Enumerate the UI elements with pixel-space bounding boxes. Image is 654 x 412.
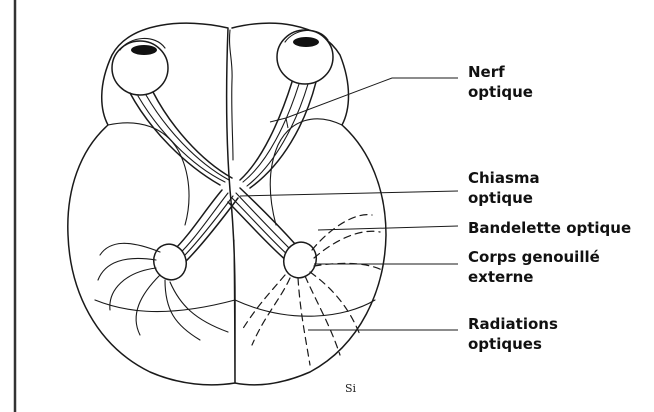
label-chiasma-line2: optique (468, 188, 540, 208)
left-pupil (131, 45, 157, 55)
left-lateral-geniculate-body (149, 240, 191, 285)
artist-signature: Si (345, 382, 356, 395)
label-radiations-line2: optiques (468, 334, 558, 354)
label-nerf-optique: Nerf optique (468, 62, 533, 102)
leader-bandelette (318, 226, 458, 230)
label-radiations-optiques: Radiations optiques (468, 314, 558, 354)
right-pupil (293, 37, 319, 47)
label-chiasma-optique: Chiasma optique (468, 168, 540, 208)
label-nerf-line2: optique (468, 82, 533, 102)
right-occipital-curve (235, 300, 375, 316)
right-optic-nerve (240, 82, 316, 188)
right-temporal-lobe (270, 119, 342, 225)
label-nerf-line1: Nerf (468, 62, 533, 82)
left-occipital-curve (95, 300, 235, 312)
label-bandelette-optique: Bandelette optique (468, 218, 631, 238)
leader-chiasma (240, 191, 458, 196)
left-optic-nerve (130, 92, 232, 185)
midline (230, 30, 233, 160)
label-corps-line2: externe (468, 267, 600, 287)
label-corps-line1: Corps genouillé (468, 247, 600, 267)
label-corps-genouille: Corps genouillé externe (468, 247, 600, 287)
label-bandelette-line: Bandelette optique (468, 218, 631, 238)
label-radiations-line1: Radiations (468, 314, 558, 334)
right-optic-tract (228, 188, 296, 262)
label-chiasma-line1: Chiasma (468, 168, 540, 188)
